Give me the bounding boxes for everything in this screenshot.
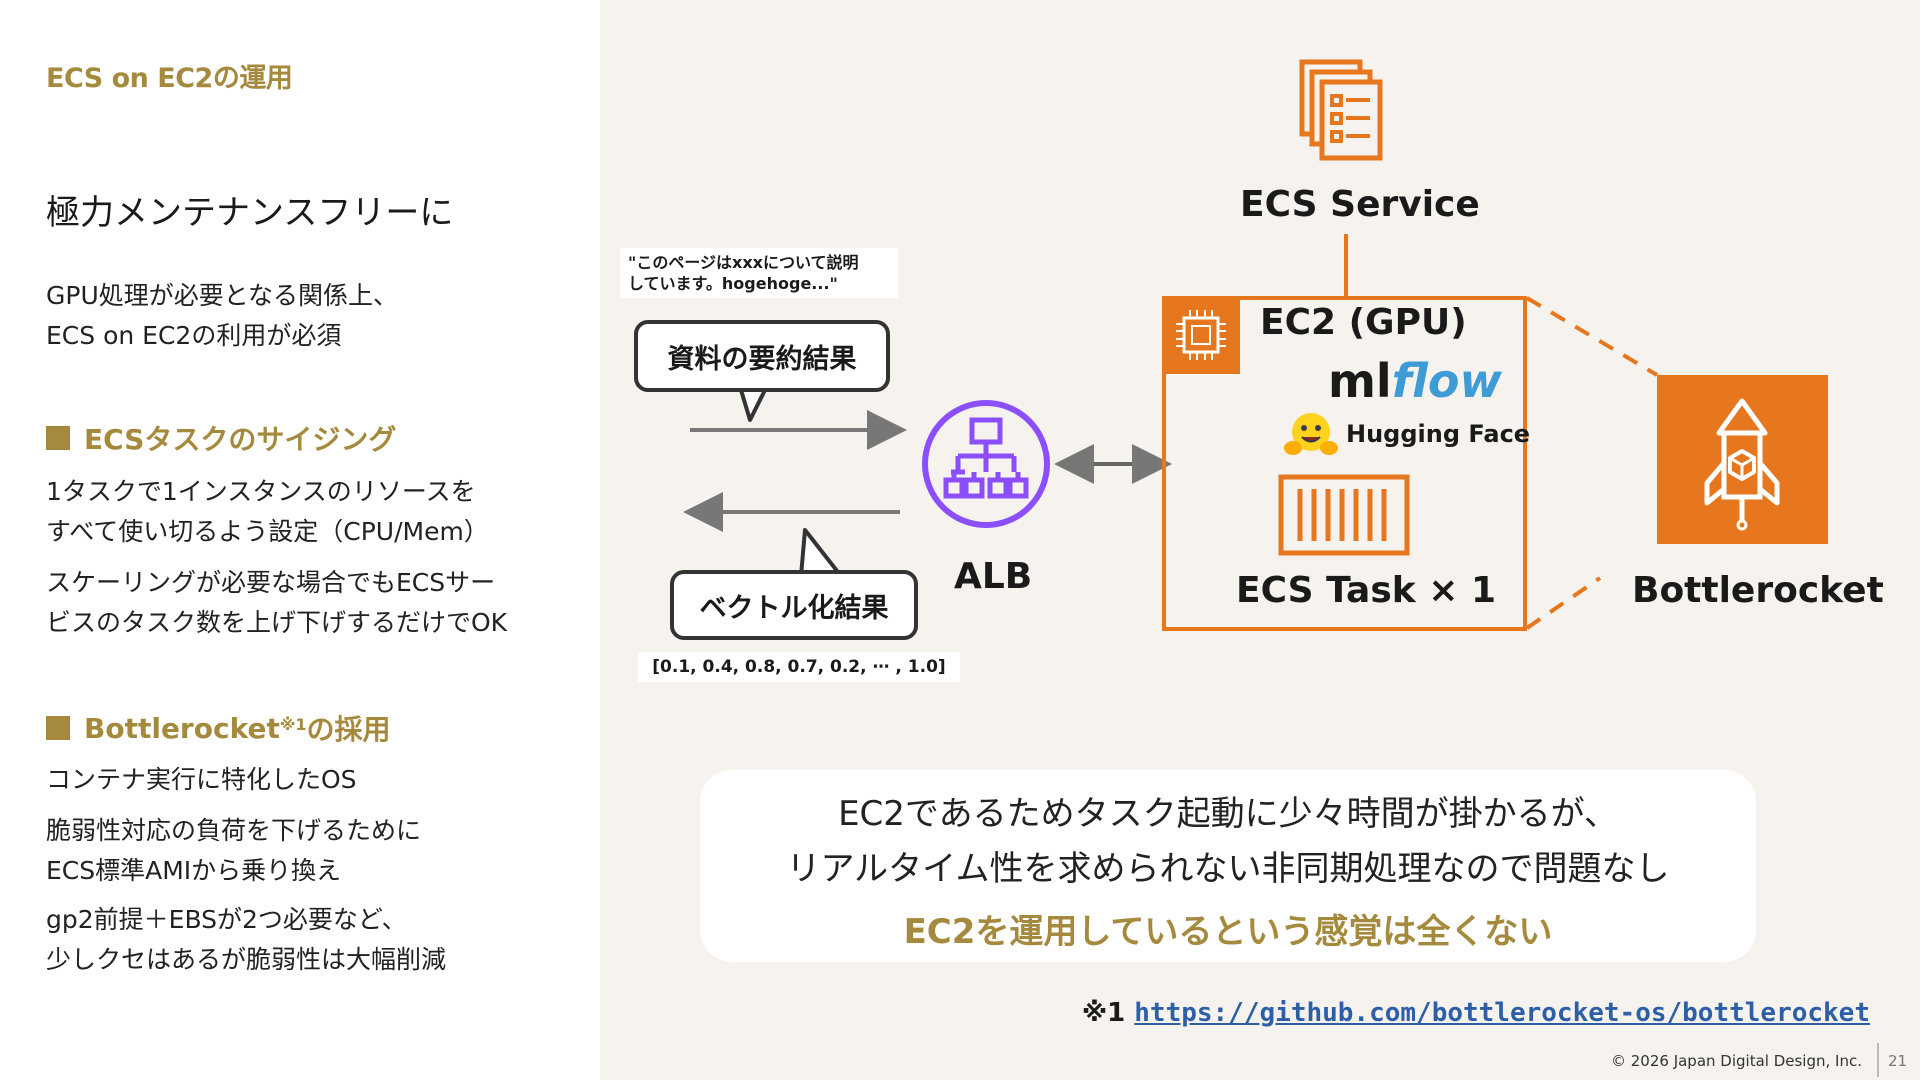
zoom-line-bottom xyxy=(1525,576,1602,630)
footnote: ※1 https://github.com/bottlerocket-os/bo… xyxy=(1082,998,1870,1028)
summary-bubble: 資料の要約結果 xyxy=(634,320,890,392)
square-bullet-icon xyxy=(46,716,70,740)
sizing-text-1: 1タスクで1インスタンスのリソースを すべて使い切るよう設定（CPU/Mem） xyxy=(46,477,489,546)
hugging-face-label: Hugging Face xyxy=(1346,420,1531,448)
bottlerocket-text-2: 脆弱性対応の負荷を下げるために ECS標準AMIから乗り換え xyxy=(46,816,422,885)
footnote-mark: ※1 xyxy=(1081,998,1126,1028)
section-label: ECS on EC2の運用 xyxy=(46,63,293,94)
rocket-icon xyxy=(1704,398,1780,531)
alb-label: ALB xyxy=(954,556,1033,597)
ecs-task-label: ECS Task × 1 xyxy=(1236,570,1496,611)
sizing-text-2: スケーリングが必要な場合でもECSサー ビスのタスク数を上げ下げするだけでOK xyxy=(46,568,508,637)
mlflow-logo: mlflow xyxy=(1328,354,1503,408)
bottlerocket-text-1: コンテナ実行に特化したOS xyxy=(46,765,357,794)
note-box: EC2であるためタスク起動に少々時間が掛かるが、 リアルタイム性を求められない非… xyxy=(700,770,1756,962)
container-icon xyxy=(1278,474,1410,556)
zoom-line-top xyxy=(1525,296,1659,377)
page-headline: 極力メンテナンスフリーに xyxy=(46,193,454,233)
footnote-link[interactable]: https://github.com/bottlerocket-os/bottl… xyxy=(1134,998,1870,1028)
hugging-face-icon xyxy=(1284,413,1338,455)
intro-text: GPU処理が必要となる関係上、 ECS on EC2の利用が必須 xyxy=(46,281,398,350)
vector-bubble: ベクトル化結果 xyxy=(670,570,918,640)
page-number: 21 xyxy=(1888,1052,1908,1070)
ec2-chip-badge xyxy=(1162,296,1240,374)
note-line-1: EC2であるためタスク起動に少々時間が掛かるが、 xyxy=(838,794,1618,834)
bottlerocket-text-3: gp2前提＋EBSが2つ必要など、 少しクセはあるが脆弱性は大幅削減 xyxy=(46,905,447,974)
bottlerocket-label: Bottlerocket xyxy=(1632,570,1884,611)
sizing-heading: ECSタスクのサイジング xyxy=(46,418,396,458)
square-bullet-icon xyxy=(46,426,70,450)
ec2-label: EC2 (GPU) xyxy=(1260,302,1467,343)
note-line-2: リアルタイム性を求められない非同期処理なので問題なし xyxy=(786,849,1670,889)
vector-value: [0.1, 0.4, 0.8, 0.7, 0.2, ⋯ , 1.0] xyxy=(638,652,960,682)
page-number-divider xyxy=(1877,1043,1879,1077)
bottlerocket-badge xyxy=(1657,375,1828,544)
chip-icon xyxy=(1176,310,1226,360)
alb-icon xyxy=(922,400,1050,528)
copyright: © 2026 Japan Digital Design, Inc. xyxy=(1610,1052,1862,1070)
left-panel: ECS on EC2の運用 極力メンテナンスフリーに GPU処理が必要となる関係… xyxy=(0,0,600,1080)
document-quote: "このページはxxxについて説明 しています。hogehoge..." xyxy=(620,248,898,298)
note-highlight: EC2を運用しているという感覚は全くない xyxy=(903,912,1553,952)
ec2-instance-box xyxy=(1162,296,1527,631)
ecs-service-label: ECS Service xyxy=(1240,184,1480,225)
document-stack-icon xyxy=(1299,59,1383,161)
vector-bubble-tail xyxy=(799,528,843,576)
